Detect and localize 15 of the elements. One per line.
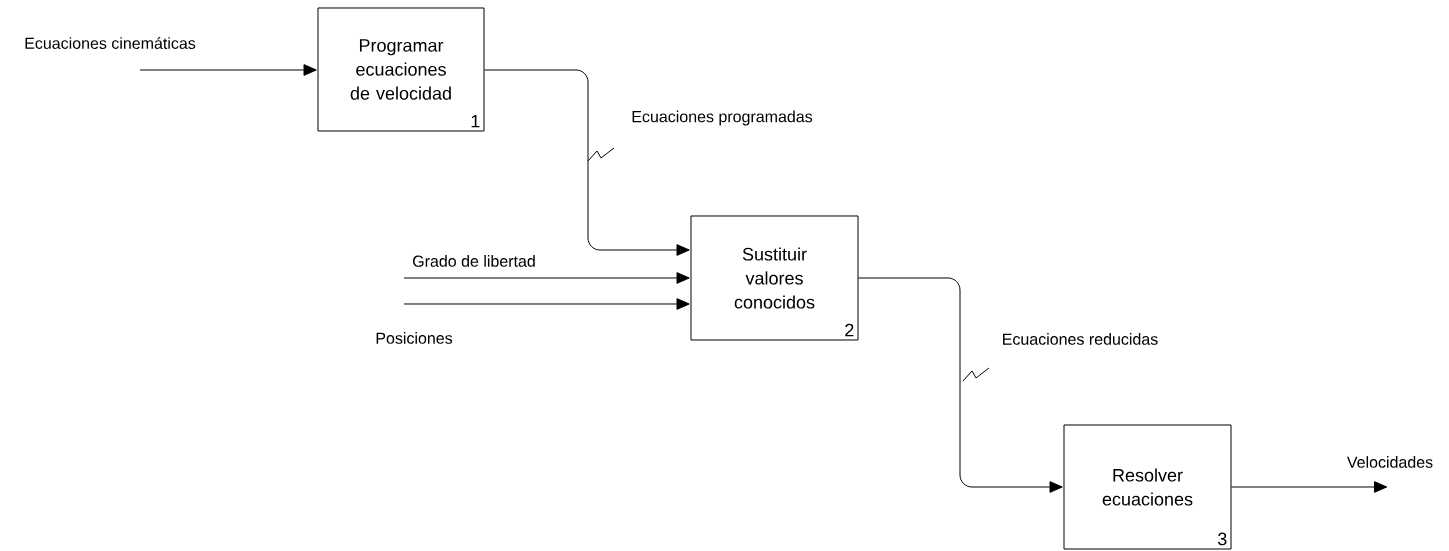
edge-label: Velocidades [1346, 456, 1433, 468]
arrow [403, 298, 690, 310]
arrow [484, 69, 690, 256]
edge-label: Ecuaciones programadas [632, 110, 813, 126]
edge-label: Grado de libertad [413, 255, 535, 267]
box-number: 2 [845, 323, 854, 337]
arrow [1231, 481, 1388, 493]
arrow [403, 272, 690, 284]
edge-label: Ecuaciones cinemáticas [25, 37, 196, 49]
arrow [139, 64, 317, 76]
arrow [858, 277, 1063, 493]
box-number: 1 [471, 114, 480, 128]
box-number: 3 [1218, 532, 1227, 546]
edge-label: Ecuaciones reducidas [1003, 333, 1158, 345]
edge-label: Posiciones [376, 332, 453, 344]
